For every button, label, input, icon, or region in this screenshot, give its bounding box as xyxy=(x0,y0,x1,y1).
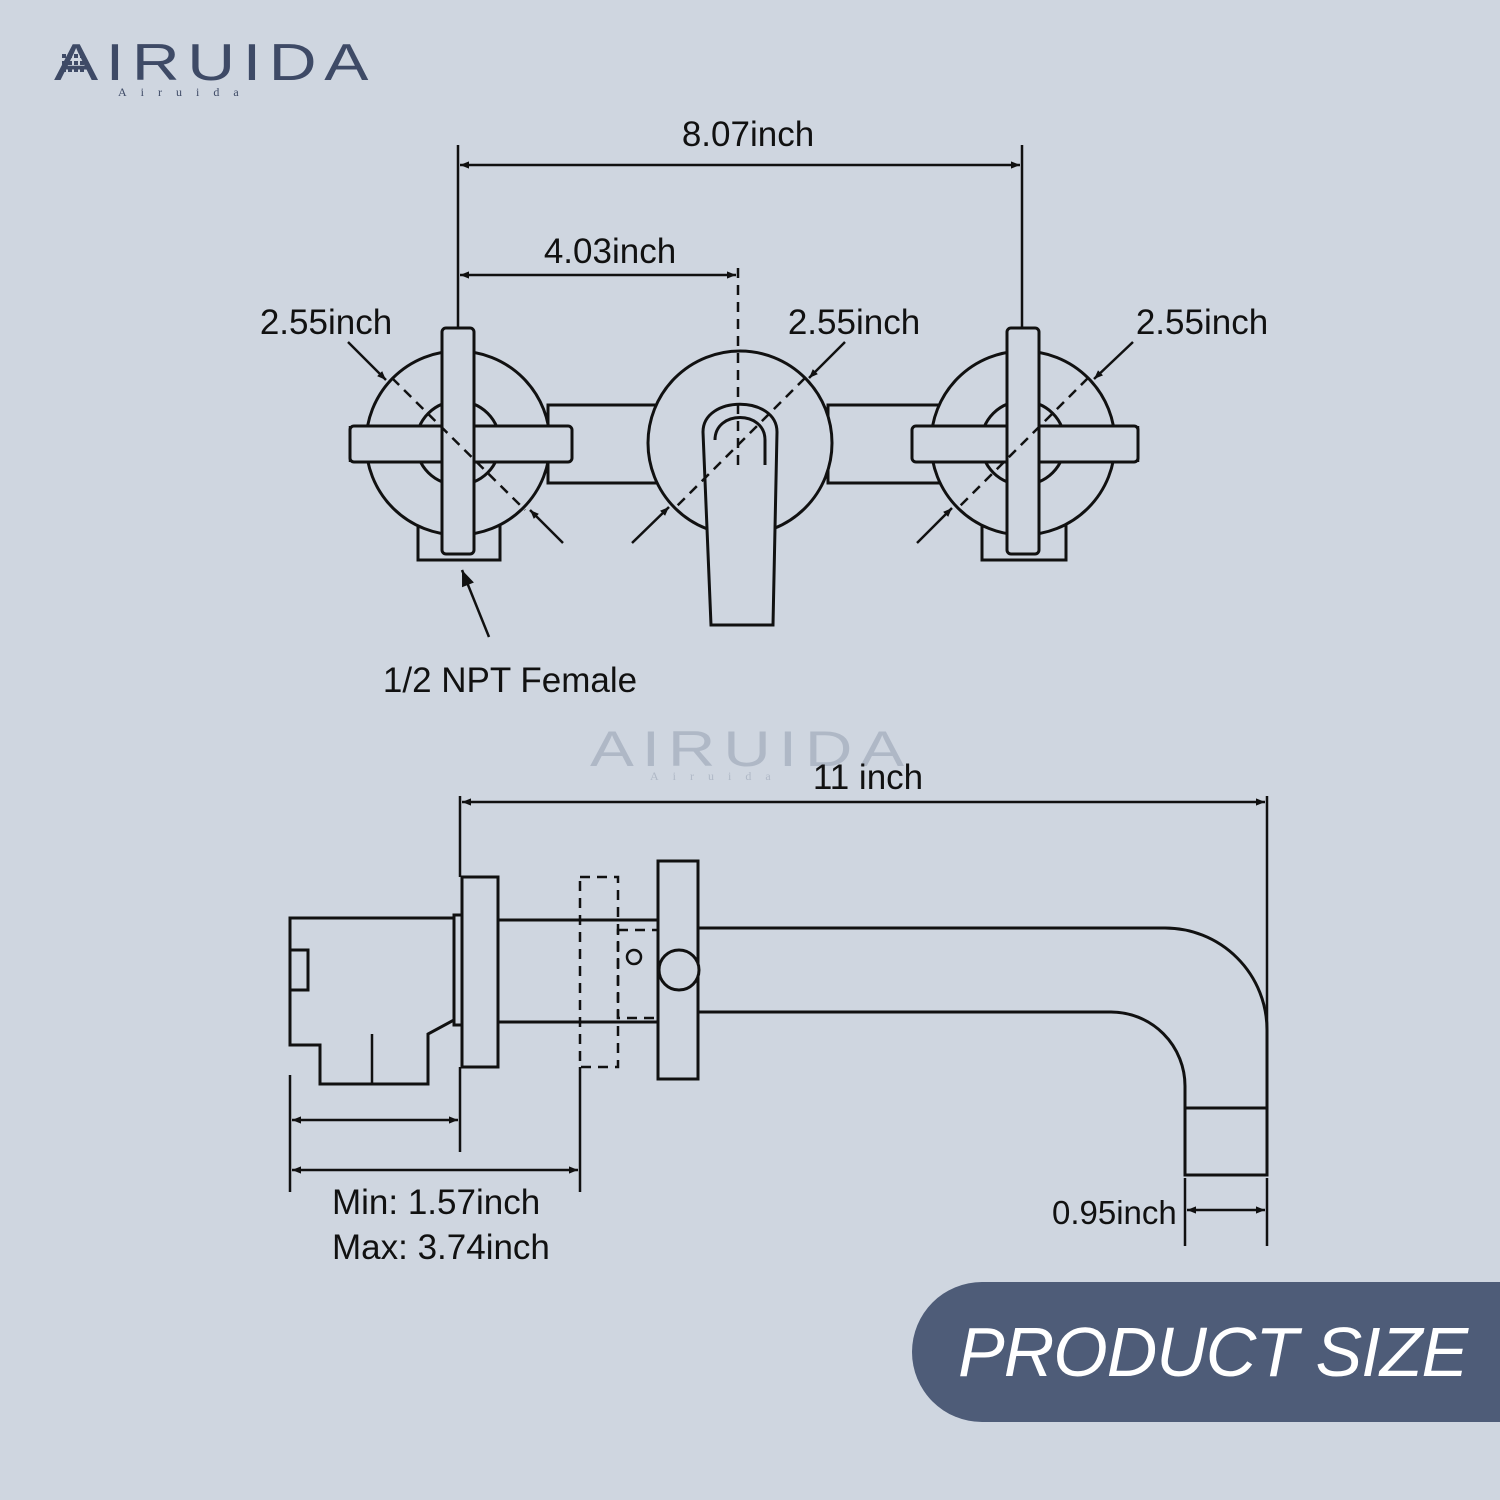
plate-max-position xyxy=(578,875,620,1069)
shower-icon xyxy=(62,54,84,72)
leader-center-bottom xyxy=(631,506,670,544)
dim-label-min: Min: 1.57inch xyxy=(332,1183,540,1222)
left-cross-handle xyxy=(348,326,574,562)
watermark-name: AIRUIDA xyxy=(590,721,912,777)
leader-right-top xyxy=(1093,341,1134,380)
leader-right-bottom xyxy=(916,507,953,544)
diameter-line-right xyxy=(957,377,1089,509)
watermark-logo: AIRUIDA Airuida xyxy=(590,721,912,783)
brand-subtitle: Airuida xyxy=(118,85,253,99)
leader-center-top xyxy=(808,341,846,379)
dim-label-spout-length: 11 inch xyxy=(813,758,923,797)
dim-label-outlet: 0.95inch xyxy=(1052,1194,1177,1231)
valve-port xyxy=(288,948,310,992)
dim-label-max: Max: 3.74inch xyxy=(332,1228,550,1267)
connection-label: 1/2 NPT Female xyxy=(383,661,637,700)
watermark-subtitle: Airuida xyxy=(650,769,785,783)
center-lever-plate xyxy=(646,349,834,627)
dim-label-center-offset: 4.03inch xyxy=(544,232,676,271)
brand-logo: AIRUIDA Airuida xyxy=(54,34,376,99)
set-screw xyxy=(625,948,643,966)
leader-left-top xyxy=(347,341,387,381)
diameter-line-center xyxy=(675,377,806,508)
leader-npt-connection xyxy=(460,569,491,638)
dim-label-left-handle: 2.55inch xyxy=(260,303,392,342)
product-size-title: PRODUCT SIZE xyxy=(958,1313,1468,1391)
side-view: 11 inch Min: 1.57inch Max: 3.74inch 0.95… xyxy=(288,758,1269,1267)
front-view: 8.07inch 4.03inch 2.55inch 2.55inch 2.55… xyxy=(260,115,1268,700)
diameter-line-left xyxy=(391,377,526,511)
handle-knob xyxy=(657,948,701,992)
product-size-banner: PRODUCT SIZE xyxy=(912,1282,1500,1422)
spout xyxy=(696,926,1269,1177)
dim-label-total-width: 8.07inch xyxy=(682,115,814,154)
brand-name: AIRUIDA xyxy=(54,34,376,92)
wall-plate xyxy=(460,875,500,1069)
leader-left-bottom xyxy=(529,509,564,544)
dim-label-spout-plate: 2.55inch xyxy=(788,303,920,342)
right-cross-handle xyxy=(910,326,1140,562)
dim-label-right-handle: 2.55inch xyxy=(1136,303,1268,342)
